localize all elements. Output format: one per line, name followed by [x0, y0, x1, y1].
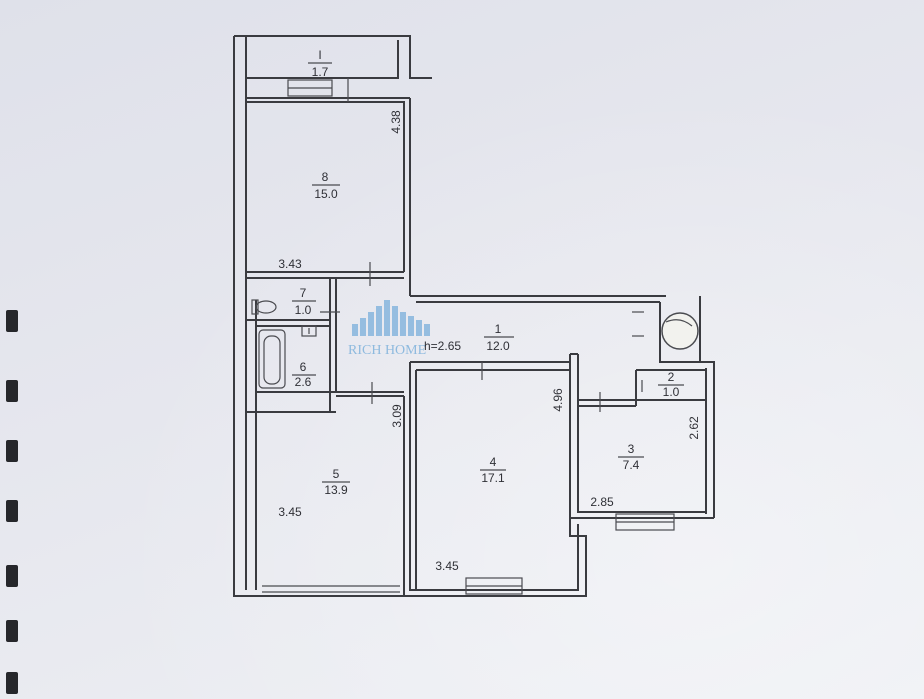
room-number: 8: [322, 170, 329, 184]
binder-hole: [6, 310, 18, 332]
room-number: 2: [668, 370, 675, 384]
room-area: 7.4: [623, 458, 640, 472]
room-label-3: 3 7.4: [618, 442, 644, 472]
room-label-7: 7 1.0: [292, 286, 316, 317]
room-number: 5: [333, 467, 340, 481]
room-number: 3: [628, 442, 635, 456]
room-area: 2.6: [295, 375, 312, 389]
room-number: 1: [495, 322, 502, 336]
room-number: 7: [300, 286, 307, 300]
sink-fixture: [301, 325, 317, 337]
toilet-fixture: [251, 299, 277, 315]
room-label-5: 5 13.9: [322, 467, 350, 497]
dimension-label: 3.45: [435, 559, 459, 573]
room-area: 1.7: [312, 65, 329, 79]
exterior-walls: [233, 35, 715, 597]
bathtub-fixture: [258, 329, 286, 389]
room-area: 1.0: [295, 303, 312, 317]
room-area: 12.0: [486, 339, 510, 353]
room-label-1: 1 12.0 h=2.65: [424, 322, 514, 353]
room-label-8: 8 15.0: [312, 170, 340, 201]
window: [615, 513, 675, 531]
watermark-text: RICH HOME: [348, 343, 426, 358]
ceiling-height: h=2.65: [424, 339, 461, 353]
room-label-2: 2 1.0: [658, 370, 684, 399]
dimension-label: 4.38: [389, 110, 403, 134]
room-label-balcony: I 1.7: [308, 48, 332, 79]
binder-hole: [6, 440, 18, 462]
dimension-label: 2.85: [590, 495, 614, 509]
dimension-label: 3.45: [278, 505, 302, 519]
room-number: I: [318, 48, 321, 62]
binder-hole: [6, 620, 18, 642]
binder-hole: [6, 380, 18, 402]
window: [465, 577, 523, 595]
binder-hole: [6, 672, 18, 694]
room-label-4: 4 17.1: [480, 455, 506, 485]
dimension-label: 4.96: [551, 388, 565, 412]
door-marks: [320, 78, 644, 412]
dimension-label: 2.62: [687, 416, 701, 440]
room-area: 17.1: [481, 471, 505, 485]
room-area: 15.0: [314, 187, 338, 201]
binder-hole: [6, 500, 18, 522]
watermark-logo: RICH HOME: [348, 300, 430, 358]
room-number: 4: [490, 455, 497, 469]
dimension-label: 3.43: [278, 257, 302, 271]
window: [262, 585, 400, 593]
dimension-label: 3.09: [390, 404, 404, 428]
binder-hole: [6, 565, 18, 587]
room-area: 1.0: [663, 385, 680, 399]
room-number: 6: [300, 360, 307, 374]
room-label-6: 6 2.6: [292, 360, 316, 389]
window: [287, 79, 333, 97]
vent-shaft-icon: [661, 312, 699, 350]
room-area: 13.9: [324, 483, 348, 497]
